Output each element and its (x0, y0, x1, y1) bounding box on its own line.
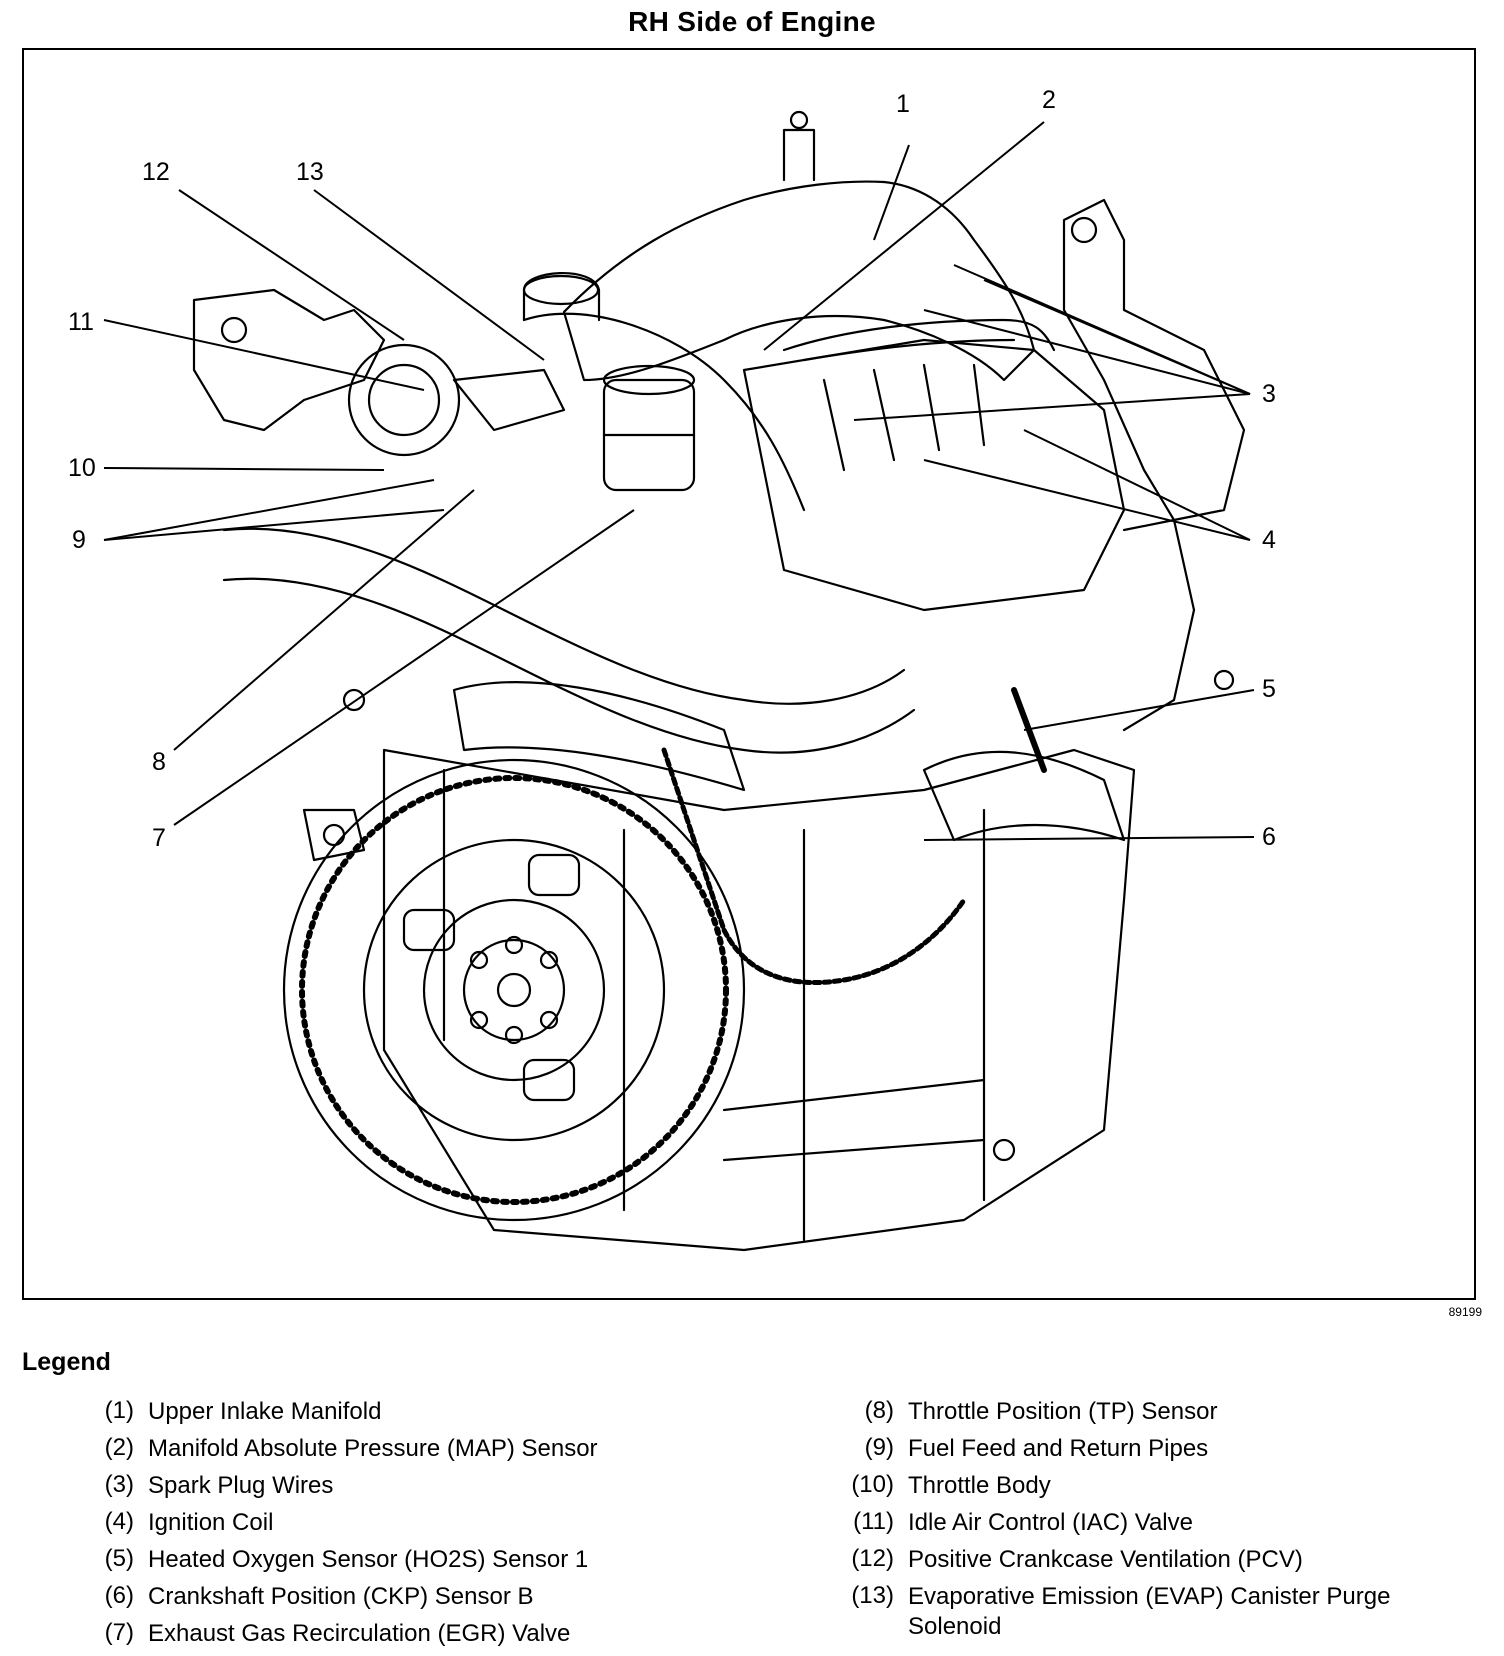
legend-text: Ignition Coil (148, 1509, 274, 1536)
leader-1 (873, 144, 910, 241)
legend-number: (8) (864, 1397, 894, 1424)
legend-item: (3) Spark Plug Wires (70, 1471, 708, 1508)
legend-text: Positive Crankcase Ventilation (PCV) (908, 1546, 1303, 1573)
leader-2 (763, 121, 1045, 351)
legend-item: (9) Fuel Feed and Return Pipes (830, 1434, 1468, 1471)
legend-item: (12) Positive Crankcase Ventilation (PCV) (830, 1545, 1468, 1582)
legend-text: Throttle Position (TP) Sensor (908, 1398, 1218, 1425)
callout-3: 3 (1262, 380, 1276, 408)
callout-13: 13 (296, 158, 324, 186)
legend-number: (2) (104, 1434, 134, 1461)
leader-6 (923, 836, 1255, 841)
leader-3d (853, 393, 1251, 421)
legend-item: (1) Upper Inlake Manifold (70, 1397, 708, 1434)
callout-4: 4 (1262, 526, 1276, 554)
upper-intake-manifold-shape (562, 180, 1036, 382)
legend-text: Exhaust Gas Recirculation (EGR) Valve (148, 1620, 571, 1647)
callout-10: 10 (68, 454, 96, 482)
hose-main (222, 527, 906, 705)
legend-text: Spark Plug Wires (148, 1472, 334, 1499)
leader-13 (313, 189, 545, 361)
legend-text: Heated Oxygen Sensor (HO2S) Sensor 1 (148, 1546, 589, 1573)
engine-illustration (103, 110, 1255, 1252)
leader-4a (1023, 429, 1251, 541)
callout-6: 6 (1262, 823, 1276, 851)
leader-7 (173, 509, 635, 826)
legend-item: (2) Manifold Absolute Pressure (MAP) Sens… (70, 1434, 708, 1471)
legend-item: (7) Exhaust Gas Recirculation (EGR) Valve (70, 1619, 708, 1656)
diagram-title: RH Side of Engine (628, 6, 876, 37)
legend-item: (10) Throttle Body (830, 1471, 1468, 1508)
leader-3c (923, 309, 1251, 395)
leader-12 (178, 189, 405, 341)
legend-text: Throttle Body (908, 1472, 1051, 1499)
legend-number: (11) (853, 1508, 894, 1535)
leader-3b (983, 279, 1251, 395)
legend-number: (12) (851, 1545, 894, 1572)
throttle-body-shape (347, 343, 461, 457)
leader-11 (103, 319, 425, 391)
callout-1: 1 (896, 90, 910, 118)
legend-number: (7) (104, 1619, 134, 1646)
figure-id: 89199 (1448, 1305, 1482, 1319)
callout-12: 12 (142, 158, 170, 186)
callout-11: 11 (68, 308, 94, 336)
legend-text: Idle Air Control (IAC) Valve (908, 1509, 1193, 1536)
ignition-coil-shape (742, 338, 1126, 612)
leader-9b (103, 509, 445, 541)
legend-item: (6) Crankshaft Position (CKP) Sensor B (70, 1582, 708, 1619)
legend-number: (4) (104, 1508, 134, 1535)
leader-5 (1023, 689, 1255, 731)
legend-left-column: (1) Upper Inlake Manifold (2) Manifold Abs… (70, 1397, 708, 1656)
legend-item: (4) Ignition Coil (70, 1508, 708, 1545)
legend-number: (10) (851, 1471, 894, 1498)
diagram-frame: 1 2 3 4 5 6 7 8 9 10 11 12 13 (22, 48, 1476, 1300)
callout-8: 8 (152, 748, 166, 776)
legend-text: Crankshaft Position (CKP) Sensor B (148, 1583, 534, 1610)
leader-4b (923, 459, 1251, 541)
legend-number: (1) (104, 1397, 134, 1424)
flywheel-outer (282, 758, 746, 1222)
legend-text: Evaporative Emission (EVAP) Canister Pur… (908, 1583, 1391, 1640)
leader-8 (173, 489, 475, 751)
legend-number: (6) (104, 1582, 134, 1609)
legend-right-column: (8) Throttle Position (TP) Sensor (9) Fuel… (830, 1397, 1468, 1640)
legend-text: Manifold Absolute Pressure (MAP) Sensor (148, 1435, 598, 1462)
legend-number: (3) (104, 1471, 134, 1498)
legend-item: (8) Throttle Position (TP) Sensor (830, 1397, 1468, 1434)
legend-title: Legend (22, 1348, 111, 1376)
legend-item: (11) Idle Air Control (IAC) Valve (830, 1508, 1468, 1545)
leader-10 (103, 467, 385, 471)
legend-number: (9) (864, 1434, 894, 1461)
legend-text: Fuel Feed and Return Pipes (908, 1435, 1209, 1462)
legend-number: (13) (851, 1582, 894, 1609)
callout-5: 5 (1262, 675, 1276, 703)
legend-text: Upper Inlake Manifold (148, 1398, 382, 1425)
leader-9a (103, 479, 435, 541)
legend-item: (13) Evaporative Emission (EVAP) Canister… (830, 1582, 1468, 1640)
callout-2: 2 (1042, 86, 1056, 114)
legend-number: (5) (104, 1545, 134, 1572)
callout-9: 9 (72, 526, 86, 554)
legend-item: (5) Heated Oxygen Sensor (HO2S) Sensor 1 (70, 1545, 708, 1582)
callout-7: 7 (152, 824, 166, 852)
